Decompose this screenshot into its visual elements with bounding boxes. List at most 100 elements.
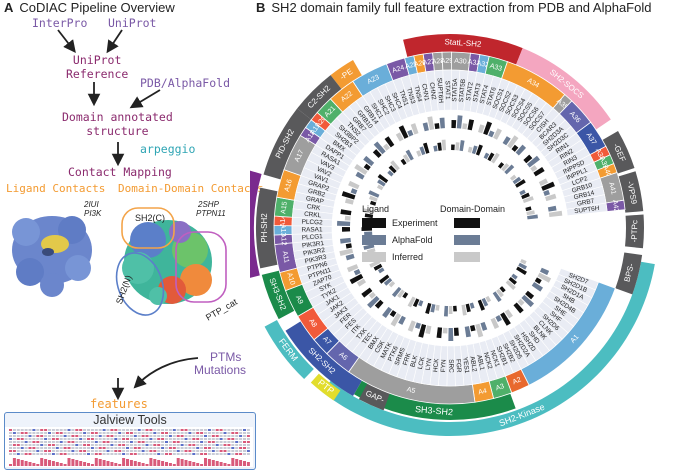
domain-feature-bar [485, 295, 492, 303]
domain-domain-protein-structure [115, 207, 227, 316]
alignment-cell [106, 435, 110, 437]
alignment-cell [176, 444, 180, 446]
conservation-bar [176, 458, 180, 466]
gene-label: BLK [409, 354, 419, 368]
alignment-cell [168, 435, 172, 437]
domain-feature-bar [437, 142, 442, 151]
alignment-cell [145, 438, 149, 440]
architecture-segment [625, 214, 644, 249]
ligand-feature-bar [517, 298, 525, 306]
alignment-cell [94, 435, 98, 437]
alignment-cell [55, 429, 59, 431]
group-label: SH3-SH2 [415, 404, 454, 417]
alignment-cell [71, 438, 75, 440]
alignment-cell [157, 435, 161, 437]
alignment-cell [161, 444, 165, 446]
alignment-cell [28, 432, 32, 434]
ligand-feature-bar [545, 193, 557, 202]
cluster-label: A9 [294, 295, 304, 306]
alignment-cell [110, 447, 114, 449]
alignment-cell [219, 450, 223, 452]
feature-tracks [337, 115, 563, 341]
alignment-cell [32, 450, 36, 452]
domain-feature-bar [433, 145, 438, 152]
alignment-cell [75, 435, 79, 437]
alignment-cell [32, 429, 36, 431]
alignment-cell [137, 441, 141, 443]
alignment-cell [192, 447, 196, 449]
alignment-cell [126, 453, 129, 455]
alignment-cell [48, 432, 51, 434]
alignment-cell [137, 429, 141, 431]
alignment-cell [48, 435, 51, 437]
alignment-cell [122, 435, 126, 437]
conservation-bar [55, 462, 59, 466]
domain-feature-bar [425, 302, 432, 314]
alignment-cell [149, 429, 153, 431]
alignment-cell [55, 432, 59, 434]
alignment-cell [239, 438, 243, 440]
alignment-cell [16, 453, 20, 455]
gene-label: FGR [454, 359, 462, 373]
gene-label: CHN2 [428, 82, 437, 101]
alignment-cell [204, 429, 207, 431]
conservation-bar [200, 464, 204, 466]
alignment-cell [16, 450, 20, 452]
conservation-bar [157, 460, 161, 466]
alignment-cell [55, 441, 59, 443]
gene-label: SRC [447, 359, 454, 373]
alignment-cell [157, 441, 161, 443]
gene-label: RASA1 [301, 226, 322, 233]
alignment-cell [122, 453, 126, 455]
gene-label: YES1 [461, 357, 470, 374]
domain-feature-bar [525, 206, 532, 212]
alignment-cell [145, 435, 149, 437]
ligand-feature-bar [344, 198, 354, 205]
alignment-cell [223, 444, 227, 446]
conservation-bar [63, 464, 67, 466]
alignment-cell [239, 444, 243, 446]
conservation-bar [243, 461, 246, 466]
alignment-cell [67, 441, 71, 443]
ligand-feature-bar [346, 264, 359, 273]
conservation-bar [153, 459, 157, 466]
alignment-cell [176, 438, 180, 440]
alignment-cell [188, 447, 192, 449]
alignment-cell [12, 441, 16, 443]
alignment-cell [48, 429, 51, 431]
conservation-bar [204, 458, 207, 466]
alignment-cell [87, 435, 90, 437]
alignment-cell [55, 444, 59, 446]
cluster-label: A27 [422, 58, 435, 67]
alignment-cell [87, 432, 90, 434]
ligand-feature-bar [525, 290, 535, 300]
alignment-cell [200, 441, 204, 443]
gene-label: HCK [432, 358, 440, 373]
alignment-cell [106, 441, 110, 443]
alignment-cell [235, 453, 239, 455]
ligand-feature-bar [451, 120, 457, 129]
alignment-cell [153, 435, 157, 437]
alignment-cell [180, 441, 184, 443]
alignment-cell [219, 453, 223, 455]
alignment-cell [32, 432, 36, 434]
alignment-cell [168, 429, 172, 431]
alignment-cell [215, 444, 219, 446]
domain-feature-bar [377, 179, 386, 187]
gene-label: ABL2 [468, 356, 478, 373]
domain-feature-bar [471, 145, 478, 155]
alignment-cell [219, 432, 223, 434]
alignment-cell [114, 432, 118, 434]
alignment-cell [149, 438, 153, 440]
cluster-label: A7 [321, 335, 332, 346]
alignment-cell [63, 453, 67, 455]
alignment-cell [165, 429, 168, 431]
features-label: features [90, 397, 148, 411]
domain-feature-bar [475, 144, 483, 156]
alignment-cell [48, 453, 51, 455]
alignment-cell [172, 453, 176, 455]
alignment-cell [165, 432, 168, 434]
alignment-cell [28, 435, 32, 437]
alignment-cell [235, 450, 239, 452]
